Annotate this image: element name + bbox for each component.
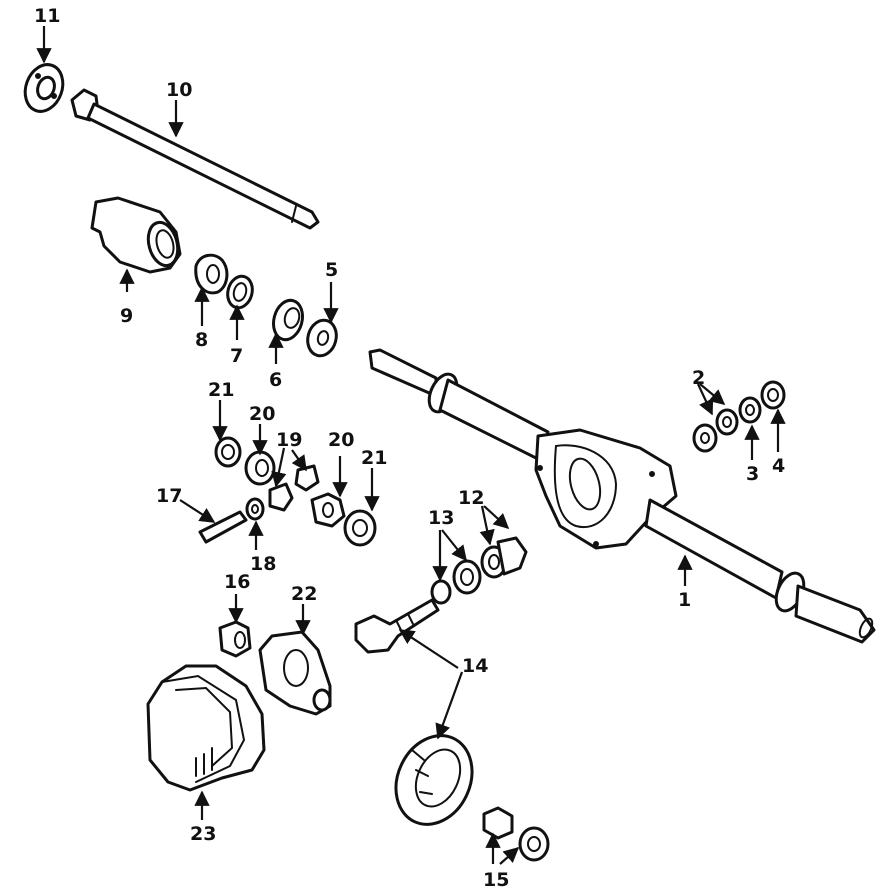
part-10-axle-shaft xyxy=(70,88,320,230)
part-20-gear-right xyxy=(310,492,346,528)
part-22-differential-case xyxy=(258,630,332,716)
part-1-axle-housing xyxy=(368,348,876,644)
part-21-washer-left xyxy=(214,436,242,468)
callout-14: 14 xyxy=(462,655,488,677)
part-14-pinion-ring-gear xyxy=(354,598,474,826)
callout-21-left: 21 xyxy=(208,379,234,401)
part-3-washer xyxy=(738,396,762,424)
part-9-housing-tube xyxy=(90,196,182,274)
part-7-snap-ring xyxy=(226,274,254,310)
callout-17: 17 xyxy=(156,485,182,507)
part-8-seal xyxy=(194,253,229,295)
part-23-cover xyxy=(146,664,266,792)
callout-3: 3 xyxy=(746,463,759,485)
callout-23: 23 xyxy=(190,823,216,845)
callout-labels: 11 10 9 8 7 6 5 21 20 19 20 21 17 18 16 … xyxy=(34,5,785,891)
part-13-bearing xyxy=(430,559,482,605)
callout-6: 6 xyxy=(269,369,282,391)
part-11-flange xyxy=(23,63,65,113)
part-20-gear-left xyxy=(244,450,276,486)
leader-lines xyxy=(36,26,786,865)
callout-20-left: 20 xyxy=(249,403,275,425)
callout-19: 19 xyxy=(276,429,302,451)
callout-15: 15 xyxy=(483,869,509,891)
part-17-pin xyxy=(198,510,248,544)
callout-10: 10 xyxy=(166,79,192,101)
part-21-washer-right xyxy=(343,509,377,547)
part-16-bearing xyxy=(218,620,252,658)
callout-12: 12 xyxy=(458,487,484,509)
callout-21-right: 21 xyxy=(361,447,387,469)
callout-18: 18 xyxy=(250,553,276,575)
callout-2: 2 xyxy=(692,367,705,389)
callout-5: 5 xyxy=(325,259,338,281)
part-5-seal xyxy=(306,318,338,358)
callout-20-right: 20 xyxy=(328,429,354,451)
callout-22: 22 xyxy=(291,583,317,605)
part-18-washer xyxy=(245,497,265,521)
callout-7: 7 xyxy=(230,345,243,367)
callout-9: 9 xyxy=(120,305,133,327)
callout-11: 11 xyxy=(34,5,60,27)
part-2-nut-washer xyxy=(692,408,739,453)
callout-8: 8 xyxy=(195,329,208,351)
callout-1: 1 xyxy=(678,589,691,611)
part-12-bearing-race xyxy=(480,536,528,579)
callout-13: 13 xyxy=(428,507,454,529)
part-19-pinion-gear xyxy=(268,464,320,512)
part-4-nut xyxy=(760,380,786,410)
callout-16: 16 xyxy=(224,571,250,593)
callout-4: 4 xyxy=(772,455,785,477)
part-15-nut-washer xyxy=(482,806,550,862)
